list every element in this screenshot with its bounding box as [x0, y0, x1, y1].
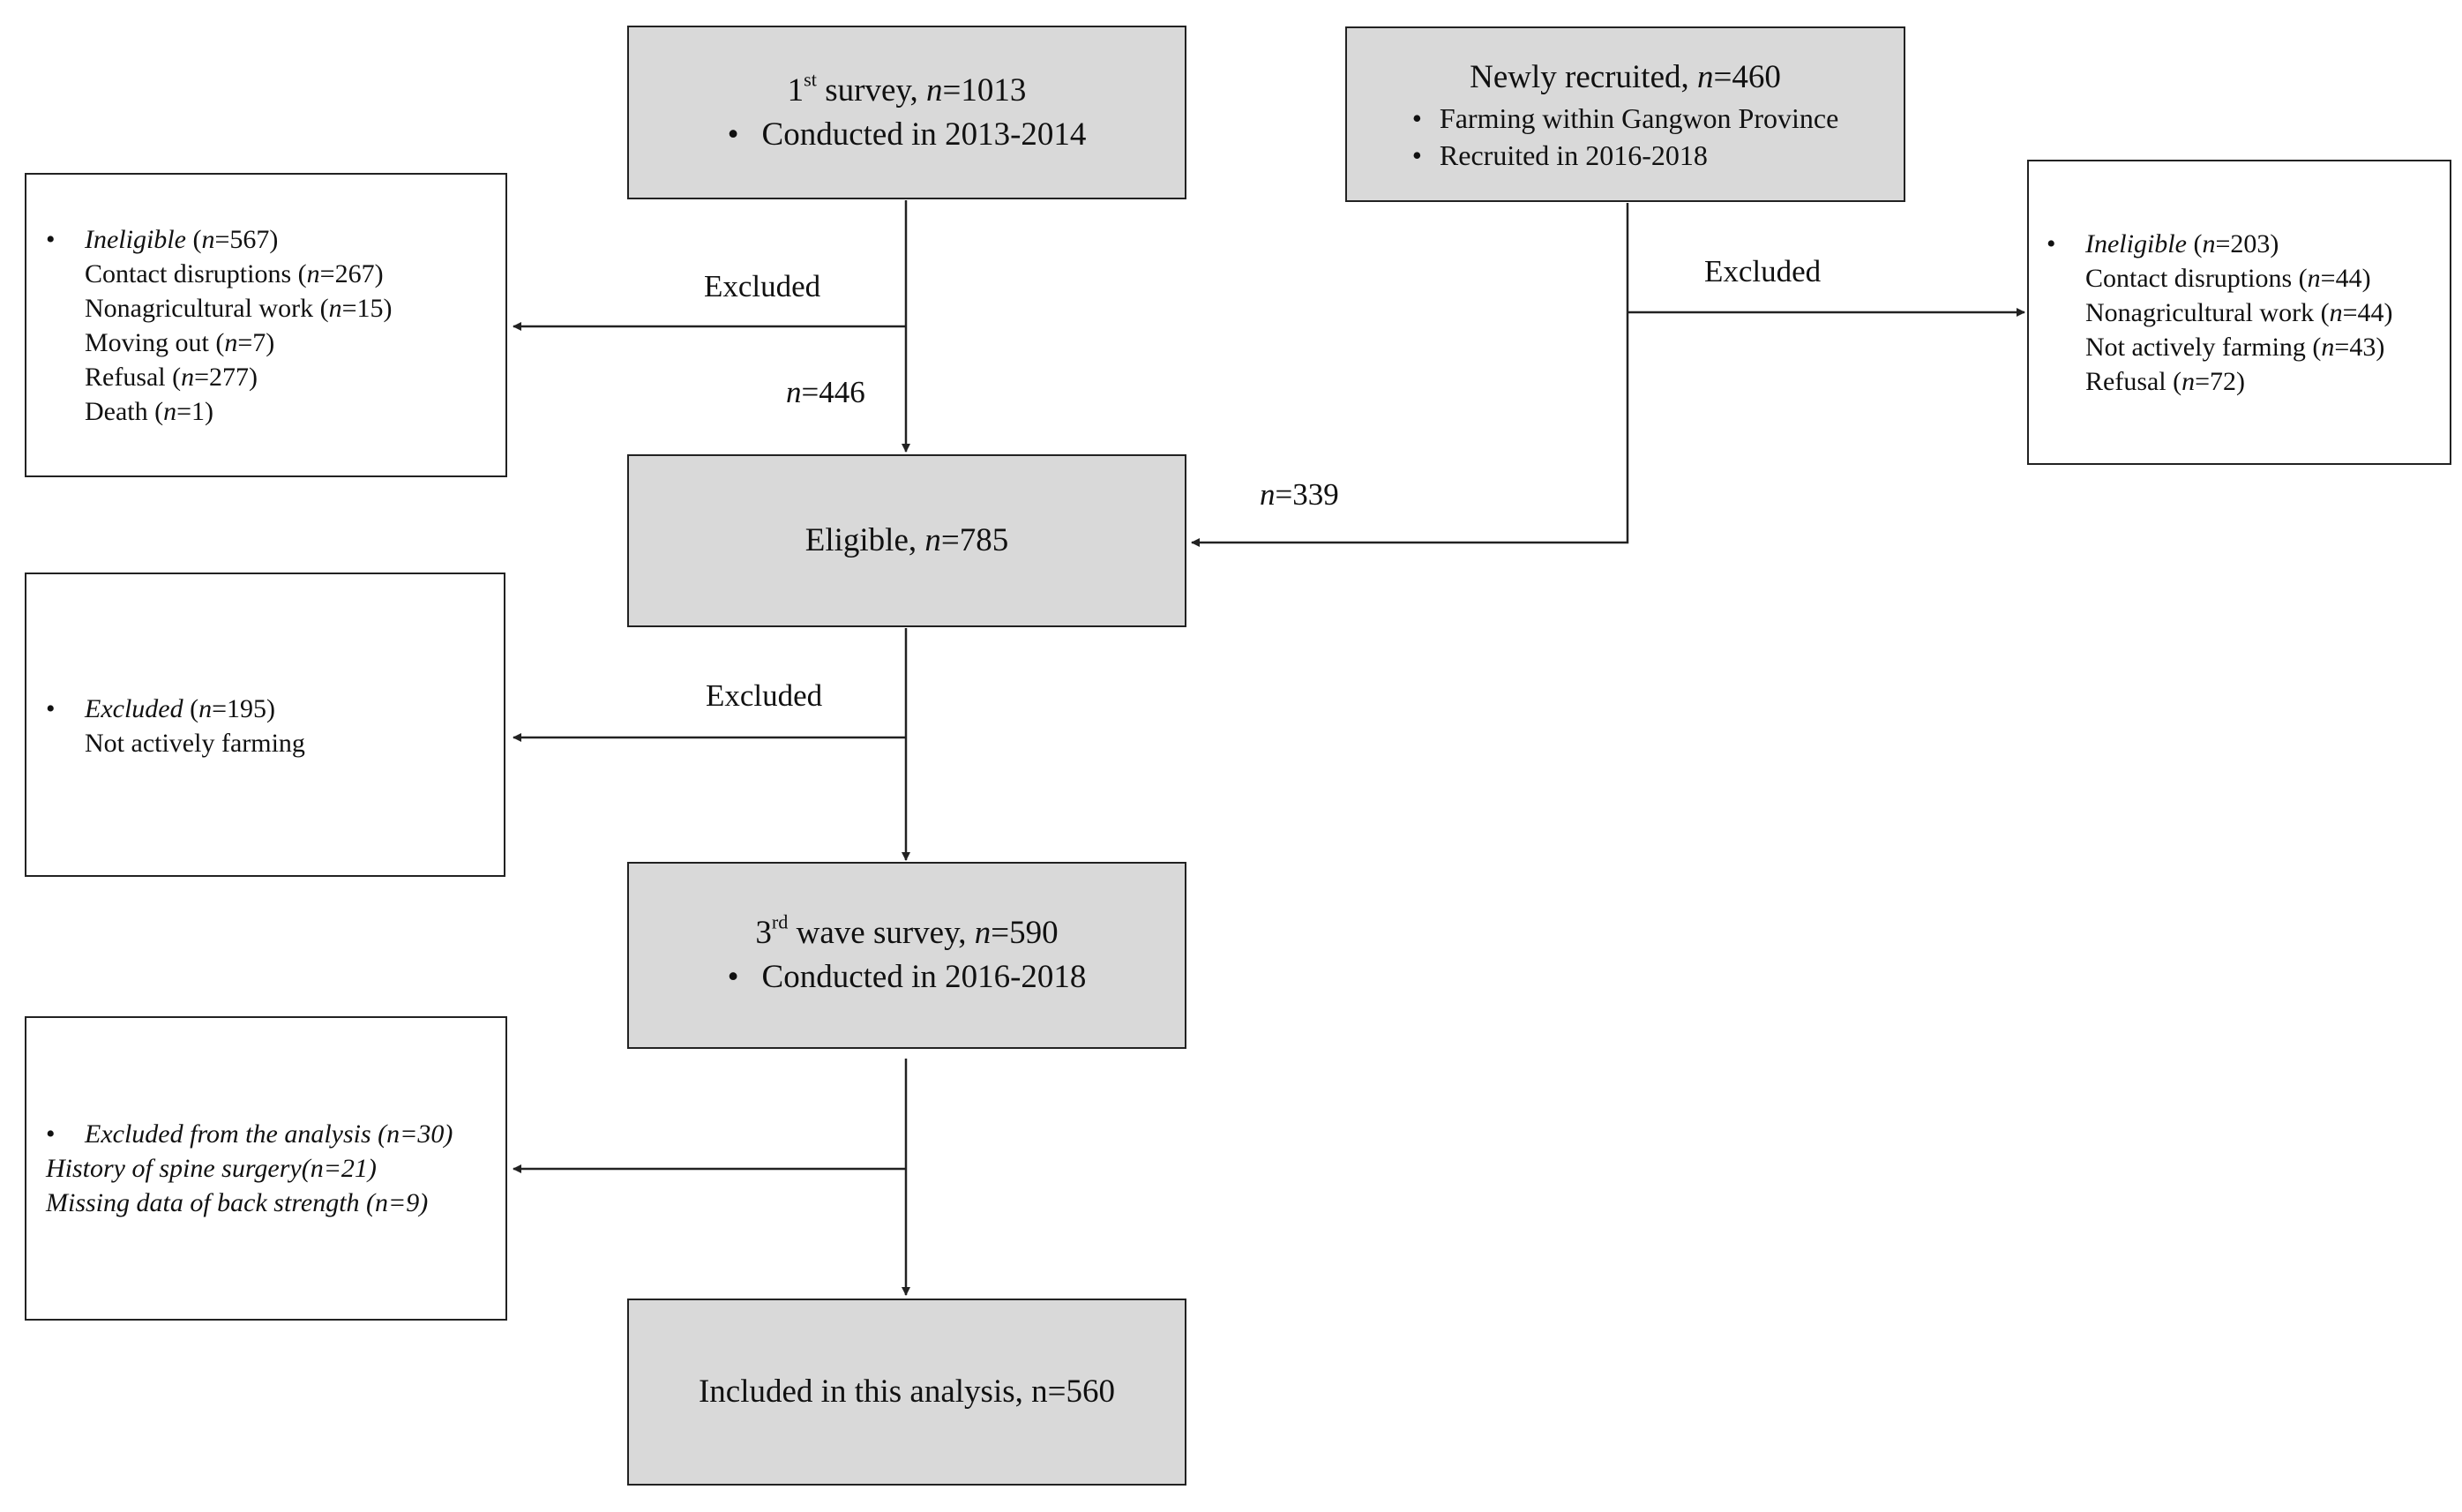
excluded-label-first: Excluded	[704, 269, 821, 303]
ineligible-left-moving: Moving out (n=7)	[85, 328, 275, 357]
first-survey-box: 1st survey, n=1013 Conducted in 2013-201…	[627, 26, 1186, 199]
third-wave-box: 3rd wave survey, n=590 Conducted in 2016…	[627, 862, 1186, 1049]
newly-recruited-box: Newly recruited, n=460 Farming within Ga…	[1345, 26, 1905, 202]
excluded-farming-heading: Excluded (n=195)	[46, 692, 305, 726]
ineligible-right-nonagricultural: Nonagricultural work (n=44)	[2085, 298, 2393, 327]
included-title: Included in this analysis, n=560	[698, 1374, 1115, 1410]
excluded-analysis-heading: Excluded from the analysis (n=30)	[46, 1117, 453, 1151]
newly-recruited-period: Recruited in 2016-2018	[1412, 137, 1839, 174]
ineligible-right-refusal: Refusal (n=72)	[2085, 367, 2246, 396]
first-survey-period: Conducted in 2013-2014	[728, 113, 1087, 157]
excluded-analysis-spine-surgery: History of spine surgery(n=21)	[46, 1154, 377, 1183]
ineligible-left-death: Death (n=1)	[85, 397, 214, 426]
ineligible-right-contact: Contact disruptions (n=44)	[2085, 264, 2371, 293]
third-wave-title: 3rd wave survey, n=590	[755, 910, 1059, 951]
excluded-analysis-box: Excluded from the analysis (n=30) Histor…	[25, 1016, 507, 1321]
newly-recruited-title: Newly recruited, n=460	[1470, 58, 1781, 95]
arrow-recruited-to-eligible	[1191, 203, 1629, 547]
ineligible-left-nonagricultural: Nonagricultural work (n=15)	[85, 294, 393, 323]
excluded-farming-box: Excluded (n=195) Not actively farming	[25, 573, 505, 877]
excluded-farming-reason: Not actively farming	[85, 729, 305, 758]
first-survey-title: 1st survey, n=1013	[787, 67, 1027, 109]
ineligible-right-box: Ineligible (n=203) Contact disruptions (…	[2027, 160, 2451, 465]
excluded-label-recruited: Excluded	[1704, 254, 1822, 288]
eligible-title: Eligible, n=785	[804, 522, 1009, 558]
excluded-analysis-missing-data: Missing data of back strength (n=9)	[46, 1188, 429, 1217]
retained-count-label: n=446	[786, 375, 865, 409]
included-box: Included in this analysis, n=560	[627, 1299, 1186, 1486]
newly-recruited-criterion: Farming within Gangwon Province	[1412, 100, 1838, 137]
ineligible-left-heading: Ineligible (n=567)	[46, 222, 393, 257]
ineligible-left-box: Ineligible (n=567) Contact disruptions (…	[25, 173, 507, 477]
ineligible-left-refusal: Refusal (n=277)	[85, 363, 258, 392]
excluded-label-eligible: Excluded	[706, 678, 823, 713]
ineligible-right-heading: Ineligible (n=203)	[2047, 227, 2393, 261]
third-wave-period: Conducted in 2016-2018	[728, 955, 1087, 999]
eligible-box: Eligible, n=785	[627, 454, 1186, 627]
ineligible-right-not-farming: Not actively farming (n=43)	[2085, 333, 2385, 362]
recruited-eligible-count-label: n=339	[1260, 477, 1339, 512]
ineligible-left-contact: Contact disruptions (n=267)	[85, 259, 384, 288]
